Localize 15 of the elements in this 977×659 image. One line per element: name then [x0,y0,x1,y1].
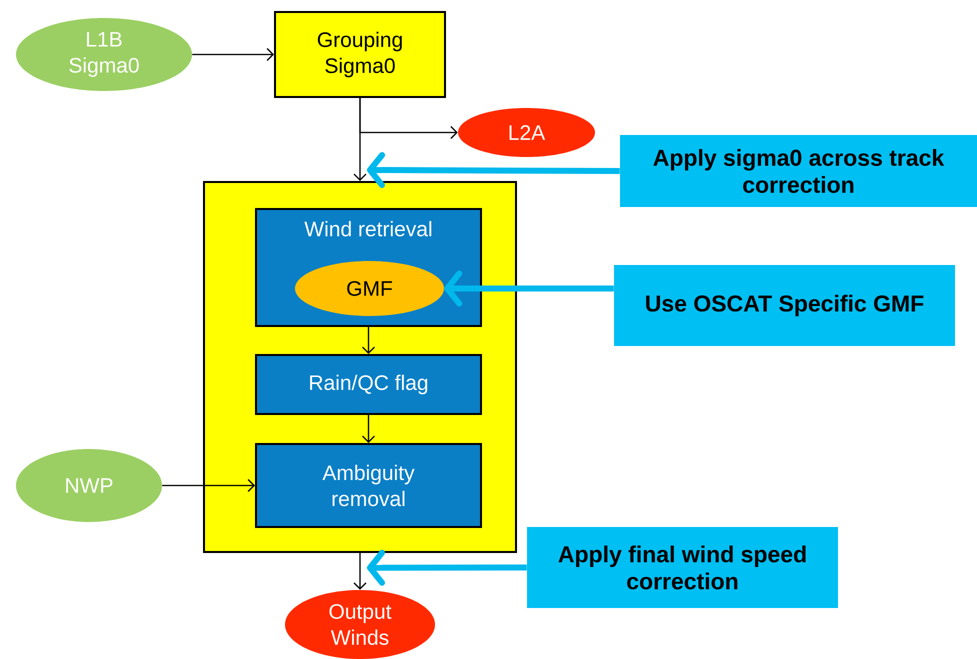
note-box: Apply sigma0 across track correction [620,135,977,207]
pointer-arrow [444,270,614,306]
arrow [162,479,255,492]
arrow [359,98,458,139]
note-box: Apply final wind speed correction [527,527,838,608]
process-box: Ambiguity removal [255,443,482,528]
process-box: Grouping Sigma0 [274,11,446,98]
note-box: Use OSCAT Specific GMF [614,265,955,346]
arrow [362,415,375,443]
arrow [192,48,274,61]
pointer-arrow [367,152,620,188]
process-box: Rain/QC flag [255,354,482,415]
arrow [362,327,375,354]
arrow [354,553,366,590]
pointer-arrow [367,550,527,586]
